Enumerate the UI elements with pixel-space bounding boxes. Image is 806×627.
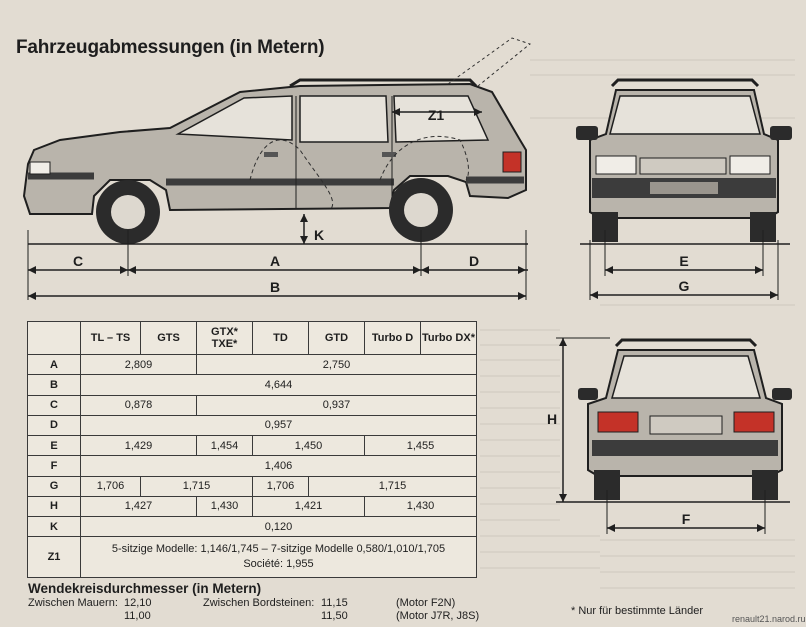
table-cell: 5-sitzige Modelle: 1,146/1,745 – 7-sitzi… [80, 536, 477, 578]
label-F: F [682, 511, 691, 527]
zwischen-mauern-value-2: 11,00 [124, 610, 151, 622]
table-cell: 1,450 [252, 435, 365, 457]
label-Z1: Z1 [428, 107, 445, 123]
table-cell: 0,937 [196, 394, 477, 416]
table-cell: 1,406 [80, 455, 477, 477]
rear-light-left [597, 411, 639, 433]
side-view: Z1 K C A D B [22, 37, 532, 300]
label-D: D [469, 253, 479, 269]
column-header: GTX* TXE* [196, 321, 253, 355]
table-cell: 1,706 [252, 475, 309, 497]
table-cell: 1,706 [80, 475, 141, 497]
footnote: * Nur für bestimmte Länder [571, 605, 704, 617]
column-header: GTS [140, 321, 197, 355]
table-corner [27, 321, 81, 355]
table-cell: 1,455 [364, 435, 477, 457]
side-window-cargo [393, 95, 490, 143]
column-header: Turbo DX* [420, 321, 477, 355]
front-headlight-left [595, 155, 637, 175]
front-view: E G [576, 78, 792, 300]
front-headlight-right [729, 155, 771, 175]
table-cell: 1,715 [140, 475, 253, 497]
label-E: E [679, 253, 688, 269]
label-A: A [270, 253, 280, 269]
rear-window [611, 355, 761, 399]
label-G: G [679, 278, 690, 294]
watermark: renault21.narod.ru [732, 614, 806, 624]
motor-note-1: (Motor F2N) [396, 597, 456, 609]
side-window-front [175, 95, 293, 141]
zwischen-bordsteinen-label: Zwischen Bordsteinen: [203, 597, 315, 609]
row-label: D [27, 414, 81, 437]
table-cell: 1,421 [252, 495, 365, 518]
table-cell: 1,430 [196, 495, 253, 518]
row-label: C [27, 394, 81, 416]
column-header: TD [252, 321, 309, 355]
row-label: K [27, 516, 81, 538]
table-cell: 1,430 [364, 495, 477, 518]
table-cell: 2,809 [80, 353, 197, 376]
table-cell: 0,878 [80, 394, 197, 416]
rear-view: H F [547, 337, 792, 534]
row-label: B [27, 374, 81, 396]
table-header-row: TL – TS GTS GTX* TXE* TD GTD Turbo D Tur… [27, 321, 477, 355]
column-header: Turbo D [364, 321, 421, 355]
column-header: TL – TS [80, 321, 141, 355]
label-H: H [547, 411, 557, 427]
side-tail-light [502, 151, 522, 173]
front-windshield [609, 95, 761, 135]
column-header: GTD [308, 321, 365, 355]
row-label: E [27, 435, 81, 457]
label-B: B [270, 279, 280, 295]
table-cell: 4,644 [80, 374, 477, 396]
table-cell: 0,120 [80, 516, 477, 538]
row-label: G [27, 475, 81, 497]
row-label: Z1 [27, 536, 81, 578]
table-cell: 2,750 [196, 353, 477, 376]
table-cell: 1,454 [196, 435, 253, 457]
zwischen-bordsteinen-value-1: 11,15 [321, 597, 348, 609]
table-cell: 1,429 [80, 435, 197, 457]
label-C: C [73, 253, 83, 269]
rear-light-right [733, 411, 775, 433]
zwischen-mauern-value-1: 12,10 [124, 597, 152, 609]
table-cell: 0,957 [80, 414, 477, 437]
row-label: F [27, 455, 81, 477]
motor-note-2: (Motor J7R, J8S) [396, 610, 480, 622]
dimensions-table: TL – TS GTS GTX* TXE* TD GTD Turbo D Tur… [27, 321, 477, 578]
row-label: A [27, 353, 81, 376]
side-window-rear [299, 95, 389, 143]
table-cell: 1,715 [308, 475, 477, 497]
zwischen-mauern-label: Zwischen Mauern: [28, 597, 118, 609]
label-K: K [314, 227, 324, 243]
row-label: H [27, 495, 81, 518]
table-cell: 1,427 [80, 495, 197, 518]
turning-circle-title: Wendekreisdurchmesser (in Metern) [28, 581, 262, 596]
zwischen-bordsteinen-value-2: 11,50 [321, 610, 348, 622]
page-title: Fahrzeugabmessungen (in Metern) [16, 37, 325, 58]
